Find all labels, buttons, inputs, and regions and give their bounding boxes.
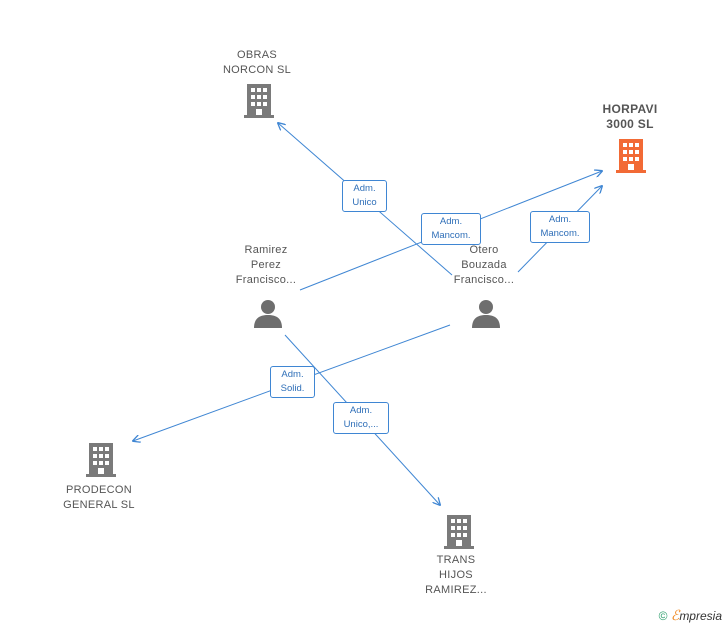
label-line: Francisco... (235, 274, 297, 286)
label-line: Ramirez (244, 244, 288, 256)
edge-label-line: Solid. (280, 383, 305, 394)
node-label-obras-norcon[interactable]: OBRAS NORCON SL (207, 48, 307, 78)
edge-label-line: Mancom. (540, 228, 580, 239)
label-line: Francisco... (453, 274, 515, 286)
edge-label-line: Unico (352, 197, 377, 208)
building-icon[interactable] (615, 139, 647, 173)
person-icon[interactable] (253, 298, 283, 328)
edge-label-line: Adm. (281, 369, 304, 380)
edge-label-otero-obras[interactable]: Adm. Unico (342, 180, 387, 212)
label-line: Perez (250, 259, 282, 271)
edge-label-line: Adm. (349, 405, 373, 416)
node-label-prodecon[interactable]: PRODECON GENERAL SL (49, 483, 149, 513)
brand-name: mpresia (679, 609, 722, 623)
building-icon[interactable] (243, 84, 275, 118)
empresia-brand: © ℰmpresia (659, 608, 722, 624)
copyright-icon: © (658, 609, 668, 623)
label-line: NORCON SL (222, 64, 292, 76)
empresia-logo-icon: ℰ (670, 608, 680, 624)
node-label-trans-hijos[interactable]: TRANS HIJOS RAMIREZ... (406, 553, 506, 598)
person-icon[interactable] (471, 298, 501, 328)
label-line: Otero (469, 244, 499, 256)
label-line: GENERAL SL (63, 499, 135, 511)
edge-label-line: Unico,... (343, 419, 379, 430)
edge-label-line: Mancom. (431, 230, 471, 241)
edge-label-line: Adm. (548, 214, 572, 225)
edge-label-otero-prodecon[interactable]: Adm. Solid. (270, 366, 315, 398)
edge-label-otero-horpavi[interactable]: Adm. Mancom. (530, 211, 590, 243)
label-line: HIJOS (439, 569, 473, 581)
edge-label-ramirez-trans[interactable]: Adm. Unico,... (333, 402, 389, 434)
building-icon[interactable] (85, 443, 117, 477)
label-line: RAMIREZ... (425, 584, 487, 596)
edge-label-ramirez-horpavi[interactable]: Adm. Mancom. (421, 213, 481, 245)
label-line: Bouzada (461, 259, 507, 271)
node-label-otero[interactable]: Otero Bouzada Francisco... (434, 243, 534, 288)
label-line: HORPAVI (602, 102, 658, 116)
label-line: PRODECON (66, 484, 132, 496)
label-line: 3000 SL (606, 117, 654, 131)
label-line: TRANS (436, 554, 476, 566)
building-icon[interactable] (443, 515, 475, 549)
label-line: OBRAS (236, 49, 277, 61)
edge-label-line: Adm. (439, 216, 463, 227)
node-label-ramirez[interactable]: Ramirez Perez Francisco... (216, 243, 316, 288)
node-label-horpavi[interactable]: HORPAVI 3000 SL (580, 102, 680, 132)
edge-label-line: Adm. (353, 183, 376, 194)
